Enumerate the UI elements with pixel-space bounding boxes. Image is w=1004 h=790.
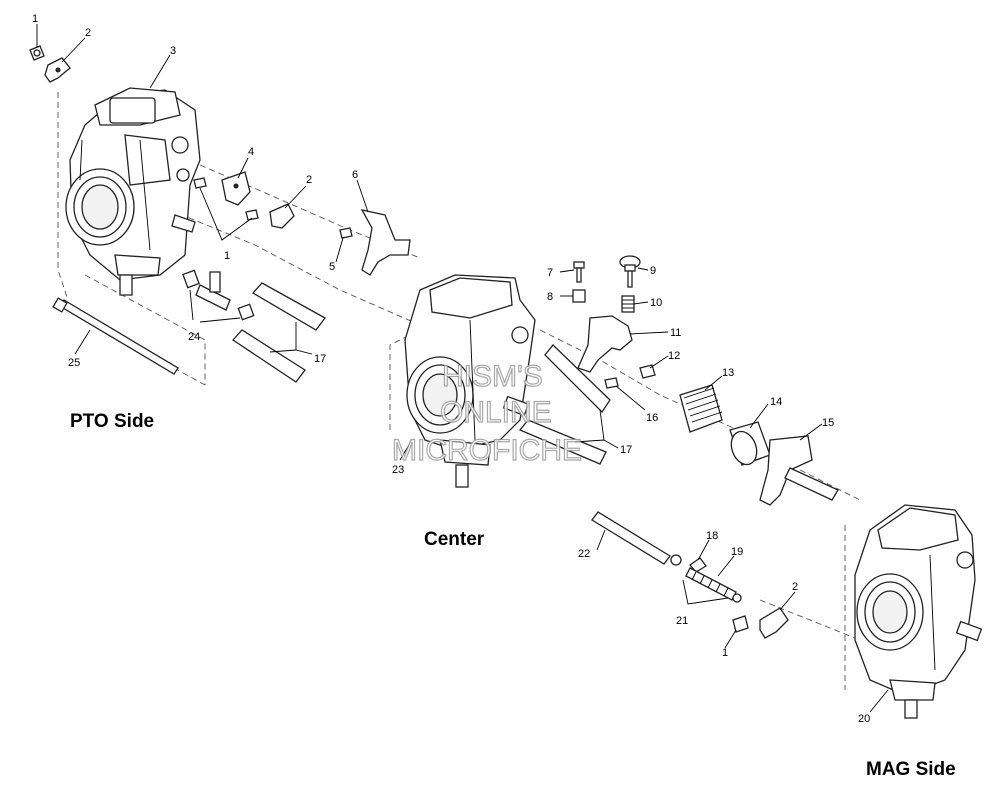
bracket-part-4 [221, 171, 251, 206]
watermark: HISM'S ONLINE MICROFICHE [391, 359, 582, 467]
watermark-line-1: HISM'S [442, 360, 543, 393]
tube-part-17-left [232, 282, 326, 383]
callout-21: 21 [676, 615, 688, 627]
clip-part-18 [670, 554, 707, 573]
callout-11: 11 [670, 327, 681, 339]
callout-20: 20 [858, 713, 870, 725]
adjuster-part-9 [619, 255, 641, 288]
callout-1: 1 [32, 13, 38, 25]
sleeve-part-14 [729, 421, 771, 466]
callout-18: 18 [706, 530, 718, 542]
watermark-line-2: ONLINE [440, 396, 552, 429]
screw-part-1-mag [732, 615, 749, 633]
callout-7: 7 [547, 267, 553, 279]
callout-leader-lines [36, 24, 889, 713]
callout-2: 2 [306, 174, 312, 186]
screw-part-16 [604, 377, 619, 389]
callout-1: 1 [722, 647, 728, 659]
callout-25: 25 [68, 357, 80, 369]
mag-carburetor-body [854, 504, 983, 719]
bracket-part-11 [577, 315, 633, 373]
callout-23: 23 [392, 464, 404, 476]
callout-17: 17 [620, 444, 632, 456]
shaft-part-15 [759, 435, 839, 506]
callout-6: 6 [352, 169, 358, 181]
callout-1: 1 [224, 250, 230, 262]
rod-part-25 [52, 297, 179, 375]
fitting-part-24 [182, 269, 255, 321]
center-carburetor-body [404, 274, 536, 488]
spring-part-10 [621, 295, 635, 313]
screw-part-1-mid [193, 177, 259, 221]
rod-part-22 [591, 511, 671, 565]
clip-part-2-mag [759, 607, 789, 639]
callout-16: 16 [646, 412, 658, 424]
screw-part-7 [573, 261, 585, 283]
lever-part-6 [360, 209, 411, 276]
callout-24: 24 [188, 331, 200, 343]
callout-14: 14 [770, 396, 782, 408]
spring-part-19 [685, 567, 742, 603]
callout-8: 8 [547, 291, 553, 303]
callout-19: 19 [731, 546, 743, 558]
callout-2: 2 [792, 581, 798, 593]
spring-part-13 [679, 384, 723, 433]
clip-part-2-mid [269, 203, 295, 229]
pto-carburetor-body [65, 87, 201, 296]
callout-9: 9 [650, 265, 656, 277]
section-label-pto: PTO Side [70, 411, 154, 432]
callout-4: 4 [248, 146, 254, 158]
callout-12: 12 [668, 350, 680, 362]
clip-part-2-pto [44, 57, 71, 83]
callout-3: 3 [170, 45, 176, 57]
callout-2: 2 [85, 27, 91, 39]
section-label-center: Center [424, 529, 485, 550]
callout-15: 15 [822, 417, 834, 429]
screw-part-12 [639, 364, 656, 379]
screw-part-5 [339, 227, 353, 239]
tube-part-17-center [518, 344, 611, 465]
callout-5: 5 [329, 261, 335, 273]
callout-13: 13 [722, 367, 734, 379]
spring-part-8 [572, 289, 586, 303]
callout-17: 17 [314, 353, 326, 365]
callout-numbers: 1 2 3 4 2 1 6 5 24 25 17 7 8 9 10 11 12 … [32, 13, 870, 725]
screw-part-1-pto [29, 45, 45, 61]
watermark-line-3: MICROFICHE [392, 434, 582, 467]
callout-10: 10 [650, 297, 662, 309]
callout-22: 22 [578, 548, 590, 560]
section-label-mag: MAG Side [866, 759, 956, 780]
